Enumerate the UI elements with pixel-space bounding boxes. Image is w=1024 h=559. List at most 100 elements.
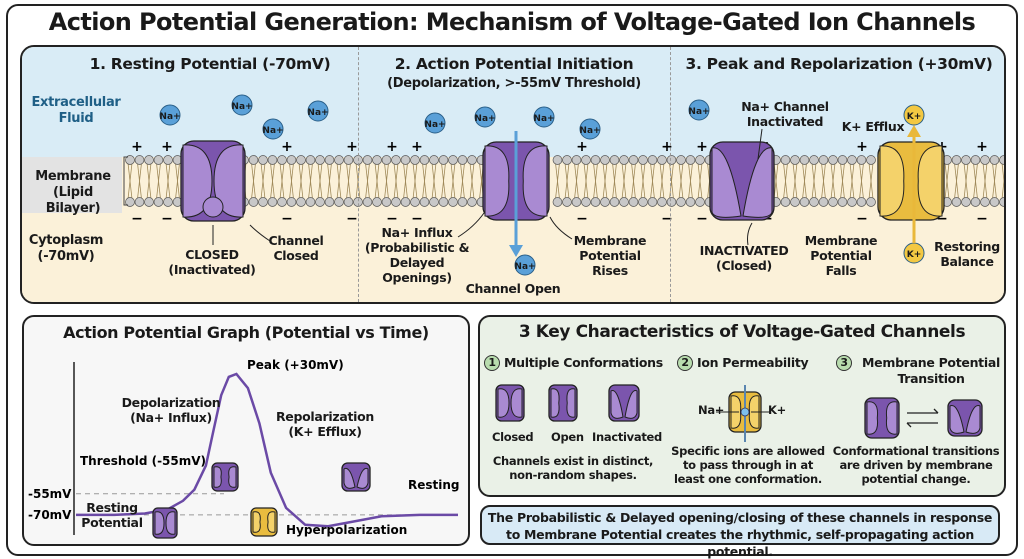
closed-state-label: CLOSED (Inactivated) [168,247,256,277]
graph-inactivated-channel [341,462,371,492]
lipid-tail [982,162,988,200]
restoring-balance-label: Restoring Balance [934,239,1000,269]
lipid-head [600,155,610,165]
section-1-title: 1. Resting Potential (-70mV) [89,55,331,73]
channel-open-label: Channel Open [465,281,561,296]
characteristics-title: 3 Key Characteristics of Voltage-Gated C… [518,322,966,342]
lipid-head [267,197,278,207]
lipid-head [571,155,582,165]
state-label-inactivated: Inactivated [592,430,662,444]
lipid-head [828,197,838,207]
lipid-head [685,155,696,165]
negative-charge: − [856,211,868,227]
lipid-head [818,155,829,165]
lipid-head [467,155,477,165]
lipid-tail [555,162,560,200]
lipid-head [685,197,696,207]
lipid-head [163,155,173,165]
lipid-tail [156,162,161,200]
lipid-head [153,197,164,207]
pointer-line [249,224,271,242]
ion-circle [688,99,710,121]
positive-charge: + [281,139,293,155]
channel-subunit [624,390,638,419]
lipid-head [324,155,335,165]
pointer-line [757,128,763,160]
lipid-head [438,155,449,165]
lipid-tail [441,162,446,200]
lipid-head [277,155,287,165]
lipid-head [381,197,392,207]
lipid-tail [697,162,703,200]
lipid-head [400,197,411,207]
lipid-tail [802,162,807,200]
lipid-head [381,155,392,165]
channel-subunit [965,405,981,434]
channel-subunit [711,147,742,218]
lipid-head [144,197,154,207]
ion-label: Na+ [424,120,445,130]
open-conformation [548,384,578,422]
lipid-tail [308,162,313,200]
lipid-head [457,197,468,207]
lipid-tail [422,162,427,200]
lipid-head [552,155,563,165]
potential-falls-label: Membrane Potential Falls [804,233,878,278]
lipid-head [134,155,145,165]
positive-charge: + [386,139,398,155]
lipid-tail [849,162,855,200]
lipid-head [362,197,373,207]
lipid-head [372,197,382,207]
lipid-tail [270,162,275,200]
lipid-head [410,197,420,207]
lipid-head [590,197,601,207]
channel-subunit [879,145,905,217]
lipid-head [809,155,819,165]
na-ion: Na+ [688,99,710,121]
lipid-head [695,197,705,207]
pointer-line [747,222,753,246]
ion-circle [231,94,253,116]
lipid-head [847,197,857,207]
channel-subunit [550,388,560,418]
channel-subunit [917,145,943,217]
lipid-head [391,155,401,165]
lipid-head [780,197,791,207]
lipid-head [391,197,401,207]
lipid-tail [821,162,826,200]
channel-subunit [182,144,213,218]
extracellular-label: Extracellular Fluid [31,95,121,126]
ion-circle [514,254,536,276]
potential-curve [76,372,458,528]
graph-title: Action Potential Graph (Potential vs Tim… [63,323,429,342]
lipid-head [866,197,876,207]
lipid-tail [859,162,864,200]
k-ion: K+ [903,104,925,126]
ion-circle [307,100,329,122]
channel-subunit [484,145,510,217]
lipid-head [581,197,591,207]
lipid-tail [868,162,874,200]
reverse-arrow [906,422,938,428]
lipid-head [258,197,268,207]
lipid-head [666,197,677,207]
channel-subunit [566,388,576,418]
channel-closed-label: Channel Closed [268,233,324,263]
lipid-tail [1001,162,1004,185]
lipid-head [315,197,325,207]
lipid-head [324,197,335,207]
lipid-tail [612,162,617,200]
na-ion: Na+ [514,254,536,276]
channel-subunit [213,144,244,218]
lipid-tail [659,162,665,200]
membrane-bracket [123,156,128,206]
na-ion: Na+ [231,94,253,116]
negative-charge: − [411,211,423,227]
lipid-head [562,155,572,165]
lipid-head [286,155,297,165]
lipid-head [847,155,857,165]
number-badge: 2 [677,355,693,371]
lipid-tail [431,162,437,200]
lipid-head [856,155,867,165]
lipid-head [438,197,449,207]
